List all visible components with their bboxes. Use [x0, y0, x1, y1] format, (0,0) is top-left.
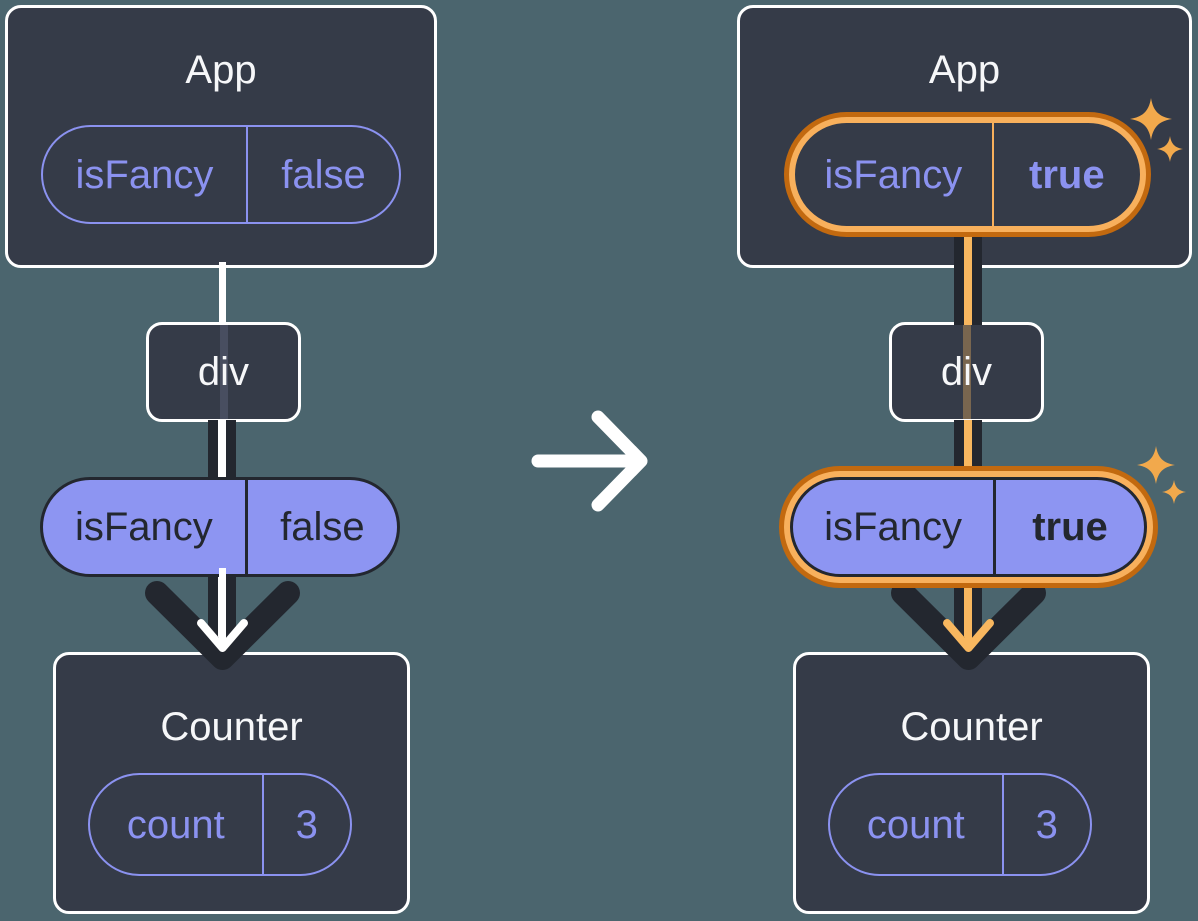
before-div-component-box: div: [146, 322, 301, 422]
before-prop-flow-arrow-icon: [145, 568, 300, 670]
after-prop-line-ghost: [962, 325, 971, 419]
sparkle-icon: [1157, 136, 1183, 162]
before-app-state-pill: isFancy false: [41, 125, 401, 224]
prop-value-label: false: [244, 480, 397, 574]
after-prop-line-top: [954, 234, 982, 325]
after-prop-flow-arrow-icon: [891, 581, 1046, 670]
after-counter-title: Counter: [900, 705, 1043, 749]
state-key-label: count: [126, 802, 225, 847]
prop-key-label: isFancy: [74, 505, 213, 549]
before-app-title: App: [185, 48, 257, 92]
before-counter-title: Counter: [160, 705, 303, 749]
after-div-component-box: div: [889, 322, 1044, 422]
after-prop-line-upper: [954, 420, 982, 480]
before-counter-state-pill: count 3: [88, 773, 352, 876]
sparkle-icon: [1162, 480, 1186, 504]
prop-value-label: true: [993, 480, 1144, 574]
sparkle-icon: [1137, 446, 1175, 484]
before-prop-pill: isFancy false: [40, 477, 400, 577]
transition-arrow-icon: [531, 410, 648, 512]
state-key-label: isFancy: [75, 152, 214, 197]
after-app-state-pill-highlighted: isFancy true: [789, 117, 1146, 232]
state-value-label: 3: [261, 775, 350, 874]
state-key-label: count: [866, 802, 965, 847]
after-prop-pill-highlighted: isFancy true: [790, 477, 1147, 577]
state-value-label: 3: [1001, 775, 1090, 874]
after-counter-state-pill: count 3: [828, 773, 1092, 876]
after-div-title: div: [940, 349, 993, 394]
before-div-title: div: [197, 349, 250, 394]
state-value-label: false: [245, 127, 399, 222]
state-value-label: true: [991, 123, 1140, 226]
before-tree-edge-app-div: [219, 262, 226, 325]
after-app-title: App: [928, 48, 1001, 92]
prop-key-label: isFancy: [824, 505, 962, 549]
sparkle-icon: [1130, 98, 1172, 140]
state-key-label: isFancy: [824, 152, 963, 197]
before-prop-line-ghost: [219, 325, 228, 419]
before-prop-line-upper: [208, 420, 236, 480]
